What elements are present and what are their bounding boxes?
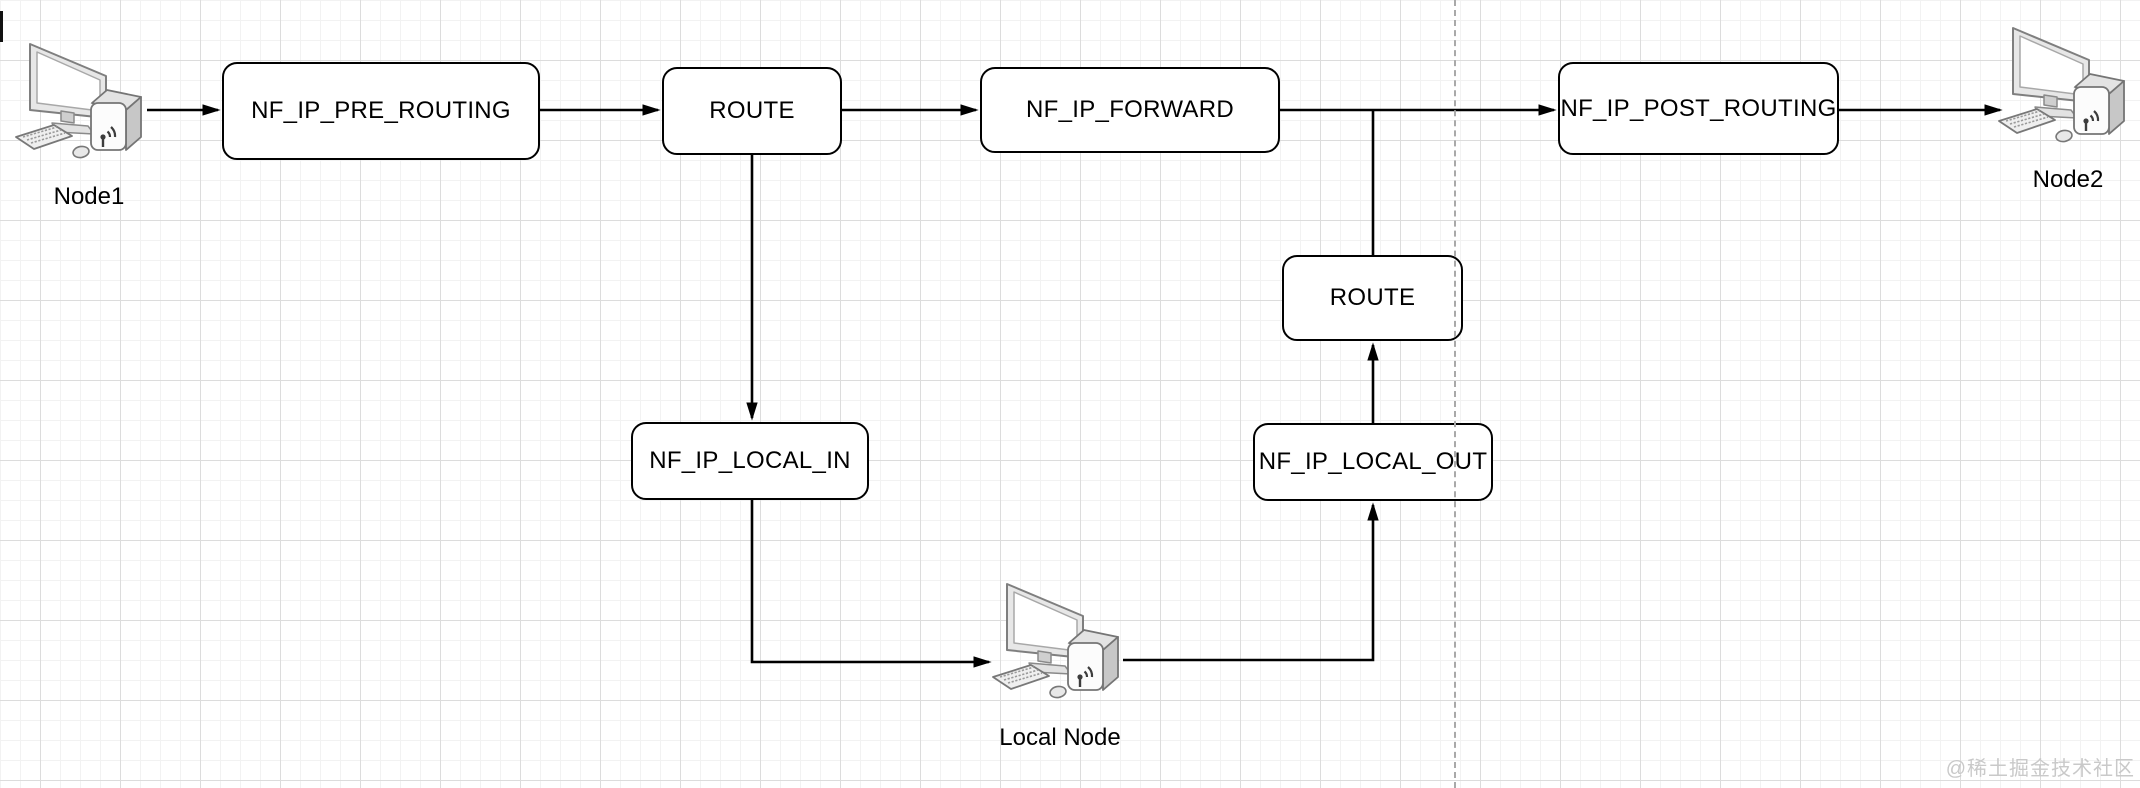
- node2: [1997, 20, 2131, 148]
- box-nf-ip-local-in: NF_IP_LOCAL_IN: [631, 422, 869, 500]
- box-route-mid: ROUTE: [1282, 255, 1463, 341]
- workstation-icon: [14, 42, 143, 161]
- node1-label: Node1: [53, 183, 125, 210]
- watermark: @稀土掘金技术社区: [1945, 758, 2135, 780]
- box-label: NF_IP_POST_ROUTING: [1560, 94, 1837, 122]
- edge-local-in-to-local-node: [750, 500, 992, 668]
- box-label: ROUTE: [1329, 284, 1416, 311]
- left-edge-artifact: [0, 11, 3, 42]
- edge-local-node-to-local-out: [1123, 502, 1379, 662]
- node2-label: Node2: [2032, 166, 2104, 193]
- workstation-icon: [1997, 26, 2126, 145]
- box-nf-ip-local-out: NF_IP_LOCAL_OUT: [1253, 423, 1493, 501]
- box-nf-ip-pre-routing: NF_IP_PRE_ROUTING: [222, 62, 540, 160]
- box-nf-ip-forward: NF_IP_FORWARD: [980, 67, 1280, 153]
- box-route-top: ROUTE: [662, 67, 842, 155]
- dashed-divider-line: [1454, 0, 1456, 788]
- box-label: ROUTE: [709, 97, 795, 124]
- workstation-icon: [991, 582, 1120, 701]
- local-node: [991, 576, 1125, 704]
- node1: [14, 36, 148, 164]
- box-nf-ip-post-routing: NF_IP_POST_ROUTING: [1558, 62, 1839, 155]
- box-label: NF_IP_LOCAL_OUT: [1258, 448, 1488, 475]
- box-label: NF_IP_LOCAL_IN: [649, 447, 851, 474]
- local-node-label: Local Node: [999, 724, 1121, 751]
- box-label: NF_IP_PRE_ROUTING: [251, 97, 511, 124]
- box-label: NF_IP_FORWARD: [1026, 96, 1234, 123]
